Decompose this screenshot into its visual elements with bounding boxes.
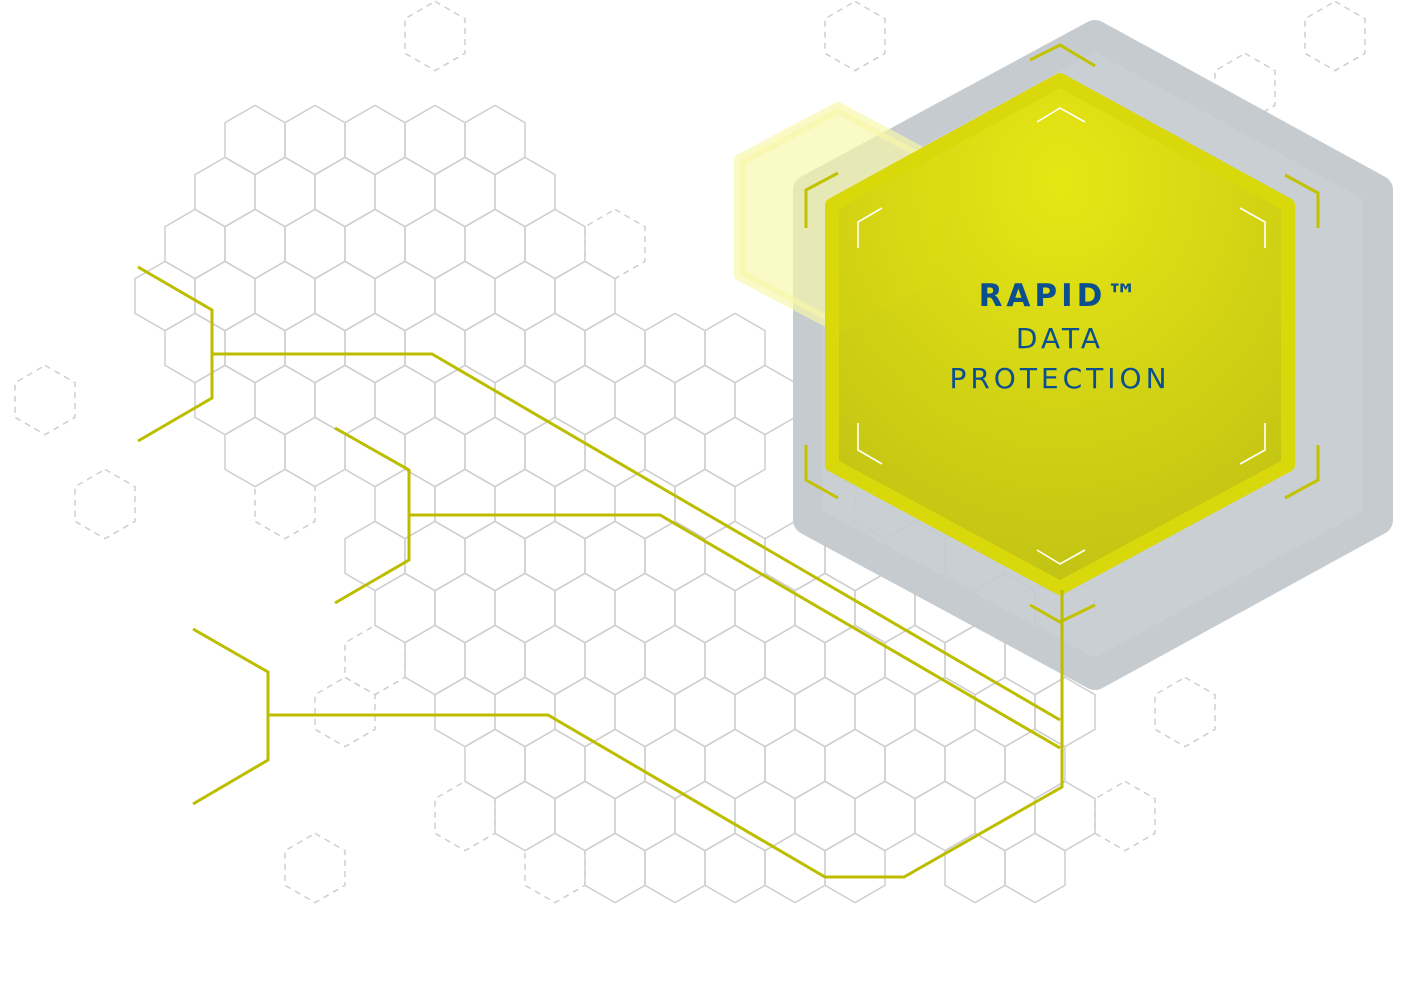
grid-hexagon — [254, 468, 316, 540]
brand-title: RAPID™ — [978, 278, 1142, 314]
subtitle-line-2: PROTECTION — [949, 362, 1171, 395]
grid-hexagon — [1154, 676, 1216, 748]
grid-hexagon — [1304, 0, 1366, 72]
inner-brackets — [857, 107, 1266, 565]
grid-hexagon — [284, 832, 346, 904]
subtitle-line-1: DATA — [1015, 322, 1105, 355]
corner-brackets — [804, 43, 1320, 624]
grid-hexagon — [824, 0, 886, 72]
grid-hexagon — [1004, 832, 1066, 904]
grid-hexagon — [824, 832, 886, 904]
circuit-lines — [137, 265, 1064, 879]
grid-hexagon — [74, 468, 136, 540]
grid-hexagon — [14, 364, 76, 436]
circuit-line-1 — [137, 265, 214, 443]
circuit-line-3 — [192, 627, 270, 806]
yellow-hexagon — [825, 73, 1295, 595]
grid-hexagon — [404, 0, 466, 72]
grid-hexagon — [1094, 780, 1156, 852]
circuit-line-2 — [334, 426, 411, 605]
grid-hexagon — [314, 676, 376, 748]
